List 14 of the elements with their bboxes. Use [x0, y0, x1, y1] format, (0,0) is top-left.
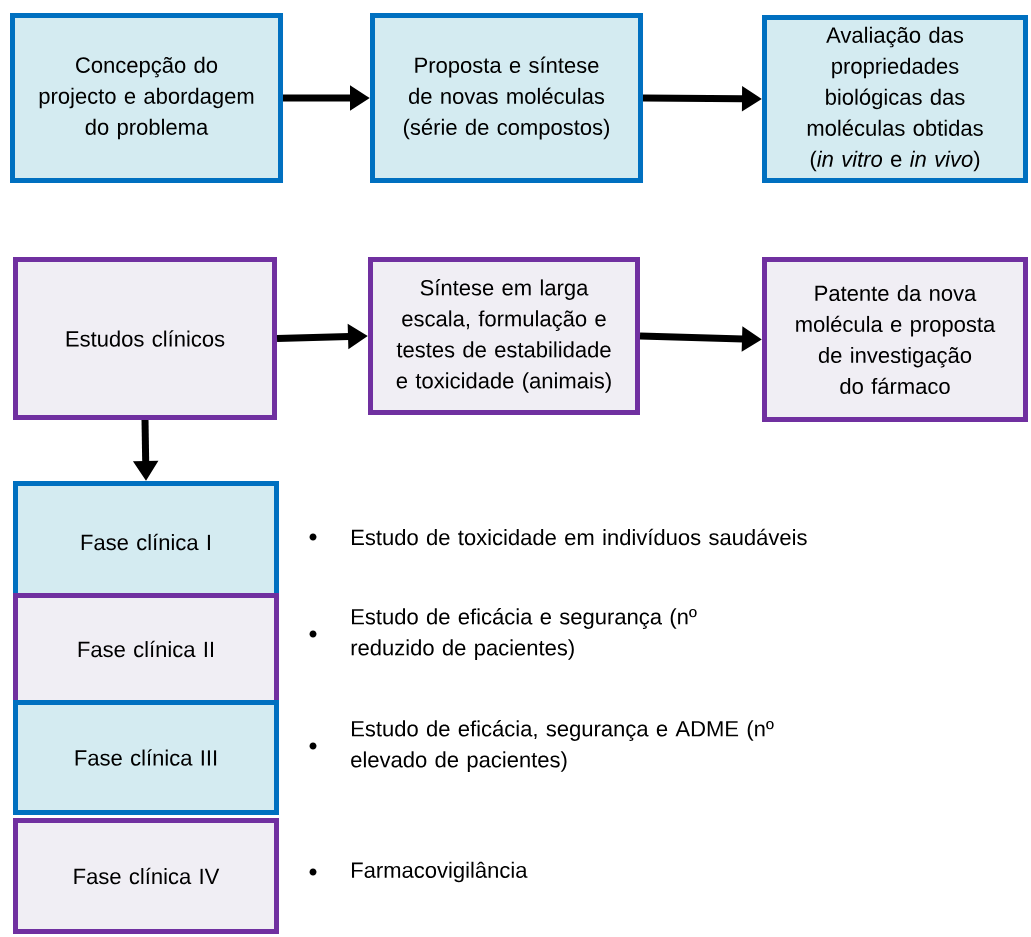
process-box: Avaliação das propriedades biológicas das moléculas obtidas (in vitro e in vivo): [762, 15, 1028, 183]
bullet-text: Estudo de eficácia e segurança (nº reduzido de pacientes): [351, 608, 697, 660]
process-box: Síntese em larga escala, formulação e testes de estabilidade e toxicidade (animais): [368, 257, 640, 415]
process-box: Fase clínica I: [13, 481, 279, 603]
process-box: Estudos clínicos: [13, 257, 277, 420]
bullet-text: Estudo de toxicidade em indivíduos saudáveis: [352, 528, 807, 546]
process-box: Fase clínica IV: [13, 818, 279, 934]
bullet-text: Estudo de eficácia, segurança e ADME (nº elevado de pacientes): [351, 720, 774, 772]
process-box: Fase clínica II: [13, 593, 279, 705]
process-box: Proposta e síntese de novas moléculas (série de compostos): [370, 13, 643, 183]
bullet-text: Farmacovigilância: [352, 861, 528, 883]
process-box: Patente da nova molécula e proposta de investigação do fármaco: [762, 257, 1028, 422]
process-box: Fase clínica III: [13, 700, 279, 815]
process-box: Concepção do projecto e abordagem do problema: [10, 13, 283, 183]
